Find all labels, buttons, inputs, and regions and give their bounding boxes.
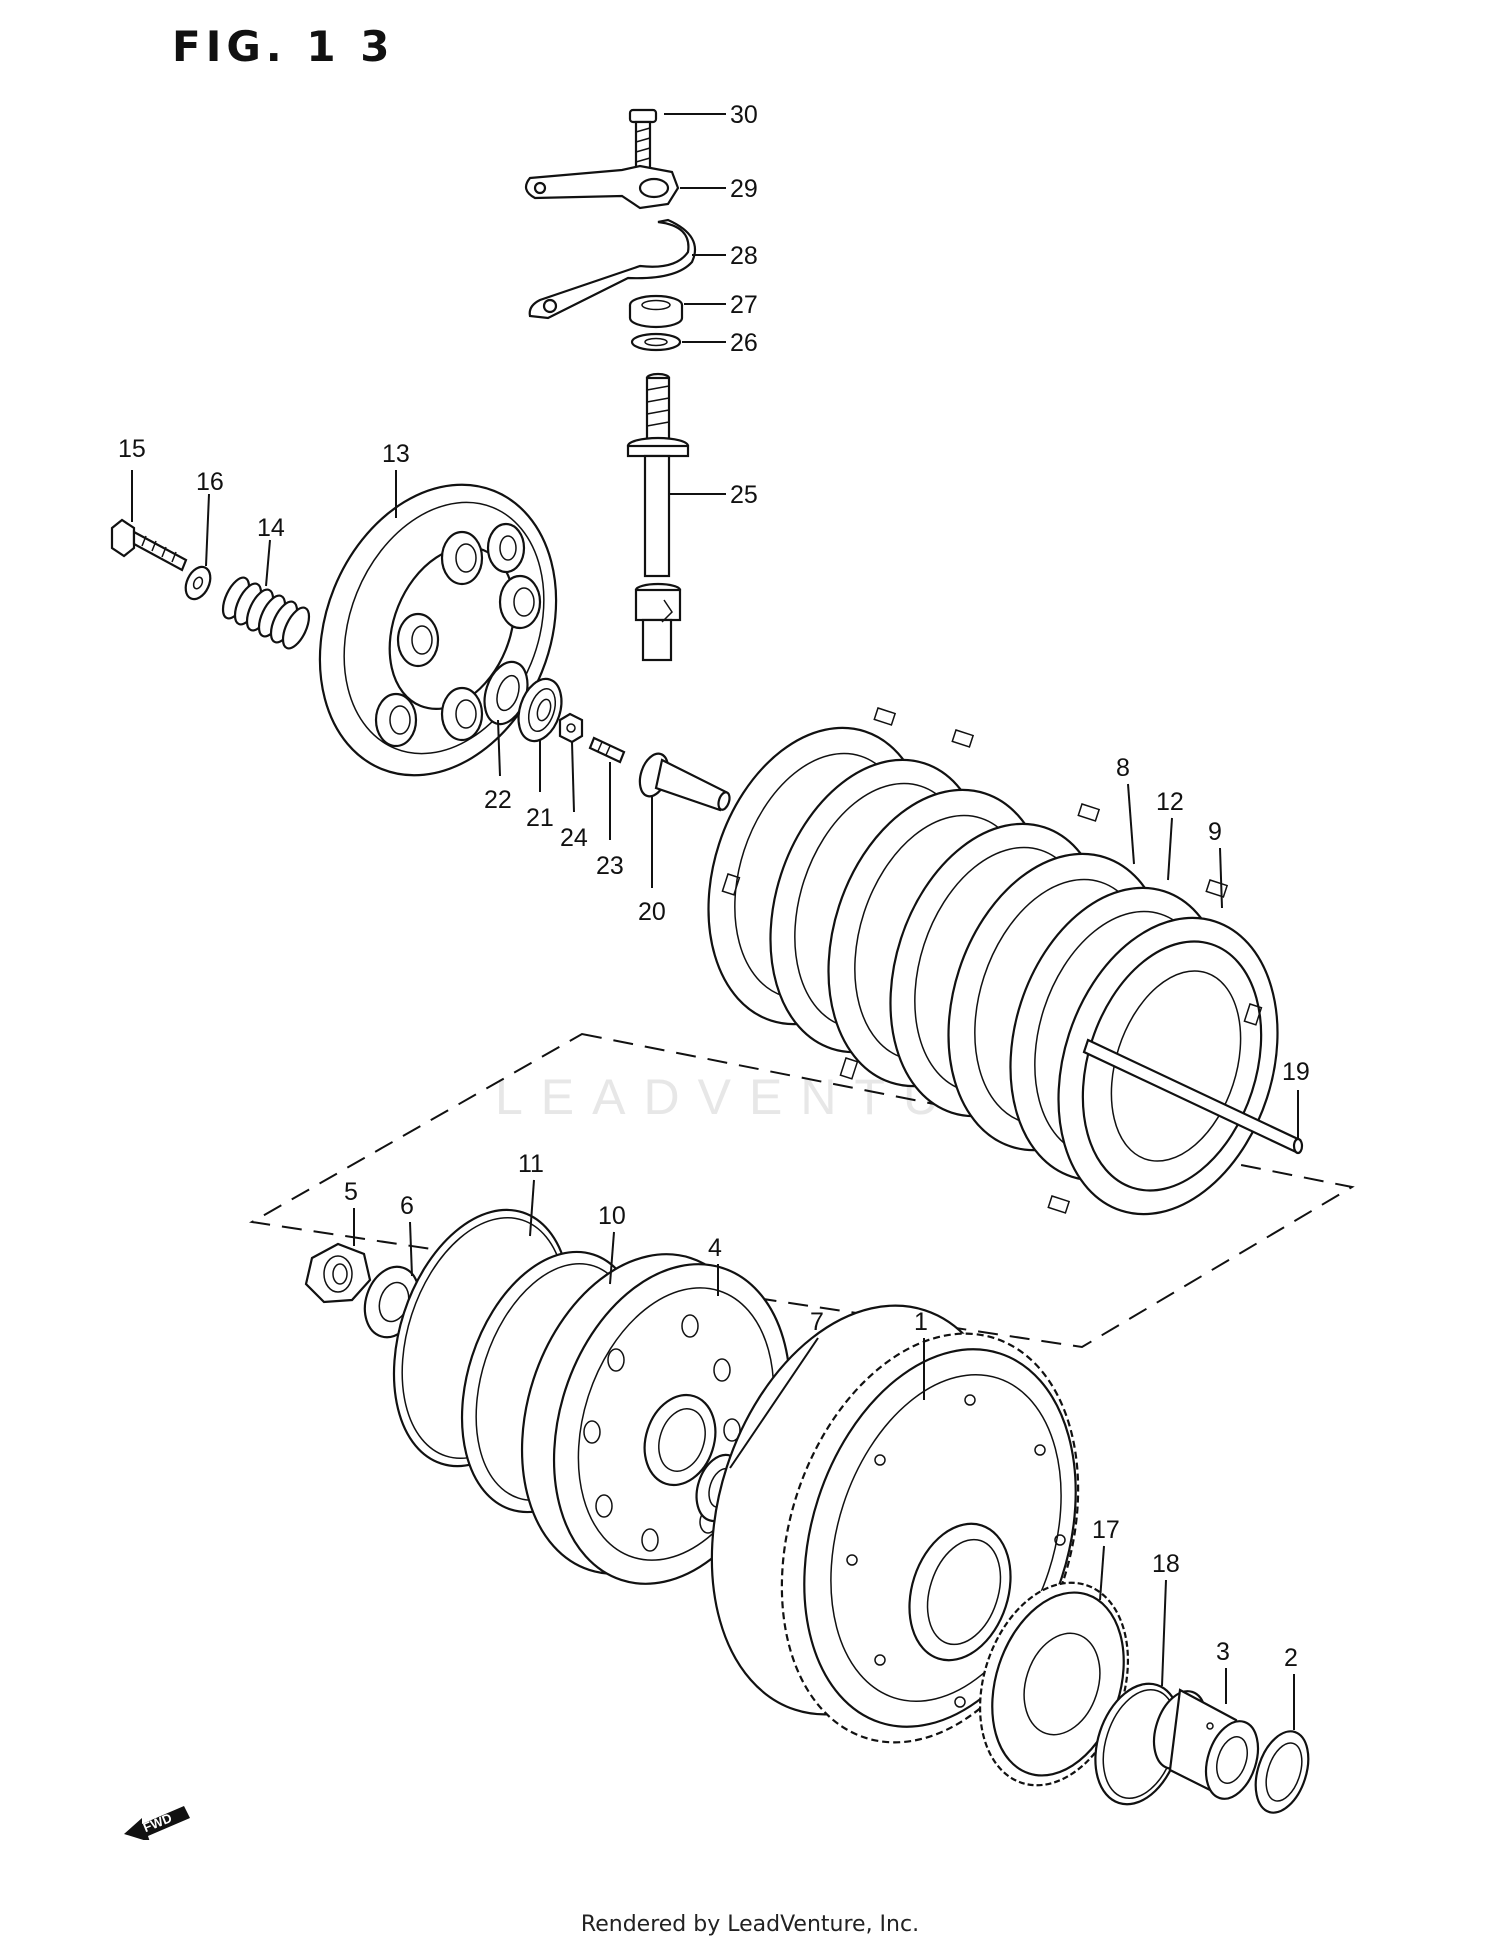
part-18-circlip	[1094, 1682, 1182, 1806]
part-21-bearing	[517, 677, 563, 743]
callout-21: 21	[526, 804, 554, 832]
part-24-nut	[558, 712, 584, 744]
callout-23: 23	[596, 852, 624, 880]
friction-plate-9	[1057, 916, 1279, 1216]
callout-11: 11	[518, 1150, 544, 1178]
part-5-nut	[304, 1242, 372, 1304]
callout-13: 13	[382, 440, 410, 468]
callout-1: 1	[914, 1308, 928, 1336]
part-13-pressure-plate	[318, 483, 558, 777]
part-20-push-piece	[638, 752, 731, 812]
part-15-bolt	[110, 518, 188, 572]
part-17-gear	[978, 1581, 1130, 1787]
part-27-oil-seal	[628, 294, 684, 329]
callout-26: 26	[730, 329, 758, 357]
clutch-plate-stack	[707, 707, 1279, 1216]
callout-27: 27	[730, 291, 758, 319]
callout-4: 4	[708, 1234, 722, 1262]
callout-2: 2	[1284, 1644, 1298, 1672]
callout-25: 25	[730, 481, 758, 509]
callout-15: 15	[118, 435, 146, 463]
part-3-spacer	[1152, 1688, 1260, 1800]
callout-8: 8	[1116, 754, 1130, 782]
callout-19: 19	[1282, 1058, 1310, 1086]
callout-24: 24	[560, 824, 588, 852]
part-30-bolt	[628, 108, 658, 176]
callout-9: 9	[1208, 818, 1222, 846]
callout-7: 7	[810, 1308, 824, 1336]
callout-28: 28	[730, 242, 758, 270]
render-credit: Rendered by LeadVenture, Inc.	[580, 1912, 920, 1937]
part-23-pin	[588, 736, 626, 764]
callout-12: 12	[1156, 788, 1184, 816]
callout-18: 18	[1152, 1550, 1180, 1578]
part-14-spring	[221, 576, 311, 650]
callout-3: 3	[1216, 1638, 1230, 1666]
part-29-release-arm	[524, 164, 680, 210]
callout-10: 10	[598, 1202, 626, 1230]
part-25-release-shaft	[626, 372, 690, 662]
callout-14: 14	[257, 514, 285, 542]
callout-16: 16	[196, 468, 224, 496]
callout-17: 17	[1092, 1516, 1120, 1544]
part-19-push-rod	[1082, 1038, 1304, 1155]
leader-lines	[131, 113, 1299, 1730]
part-26-washer	[630, 332, 682, 352]
callout-30: 30	[730, 101, 758, 129]
figure-title: FIG. 1 3	[172, 22, 395, 71]
callout-labels: 30 29 28 27 26 25 15 16 14 13 22 21 24 2…	[118, 101, 1310, 1672]
callout-6: 6	[400, 1192, 414, 1220]
forward-arrow-icon: FWD	[124, 1806, 190, 1840]
callout-20: 20	[638, 898, 666, 926]
callout-29: 29	[730, 175, 758, 203]
part-16-washer	[184, 565, 212, 601]
part-2-washer	[1254, 1730, 1310, 1814]
callout-22: 22	[484, 786, 512, 814]
callout-5: 5	[344, 1178, 358, 1206]
part-28-lever-plate	[528, 218, 697, 320]
